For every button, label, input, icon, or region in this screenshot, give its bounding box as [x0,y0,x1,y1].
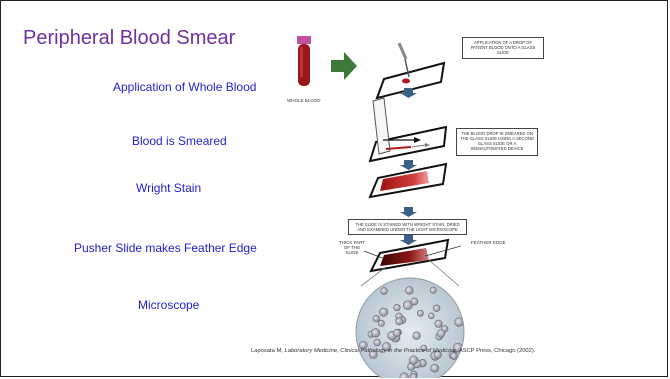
red-blood-cell [394,304,401,311]
blood-tube-icon [297,36,311,86]
citation-work: Laboratory Medicine, Clinical Pathology … [285,348,456,354]
red-blood-cell [417,310,423,316]
citation: Laposata M, Laboratory Medicine, Clinica… [251,348,535,354]
red-blood-cell [396,318,403,325]
step-arrow-icon [400,160,417,170]
red-blood-cell [403,301,412,310]
step-arrow-icon [400,235,417,245]
red-blood-cell [374,339,381,346]
red-blood-cell [380,308,388,316]
red-blood-cell [428,313,434,319]
red-blood-cell [411,374,417,379]
citation-rest: , ASCP Press, Chicago (2002). [456,348,535,354]
citation-author: Laposata M, [251,348,285,354]
red-blood-cell [381,288,388,295]
caption-box-smearing: THE BLOOD DROP IS SMEARED ON THE GLASS S… [456,128,538,156]
feather-edge-label: FEATHER EDGE [471,240,506,245]
red-blood-cell [437,330,445,338]
red-blood-cell [371,329,380,338]
red-blood-cell [378,320,384,326]
red-blood-cell [393,329,400,336]
step-arrow-icon [400,207,417,217]
red-blood-cell [430,287,436,293]
red-blood-cell [431,364,439,372]
red-blood-cell [413,332,421,340]
green-arrow-icon [331,52,357,80]
caption-box-application: APPLICATION OF A DROP OF PATIENT BLOOD O… [462,37,544,59]
red-blood-cell [435,320,442,327]
red-blood-cell [433,305,440,312]
caption-box-staining: THE SLIDE IS STAINED WITH WRIGHT STAIN, … [348,219,467,235]
red-blood-cell [373,315,380,322]
whole-blood-label: WHOLE BLOOD [287,98,321,103]
red-blood-cell [405,287,413,295]
red-blood-cell [409,356,418,365]
thick-part-label: THICK PART OF THE SLIDE [338,240,366,255]
slide-smearing [370,98,446,161]
